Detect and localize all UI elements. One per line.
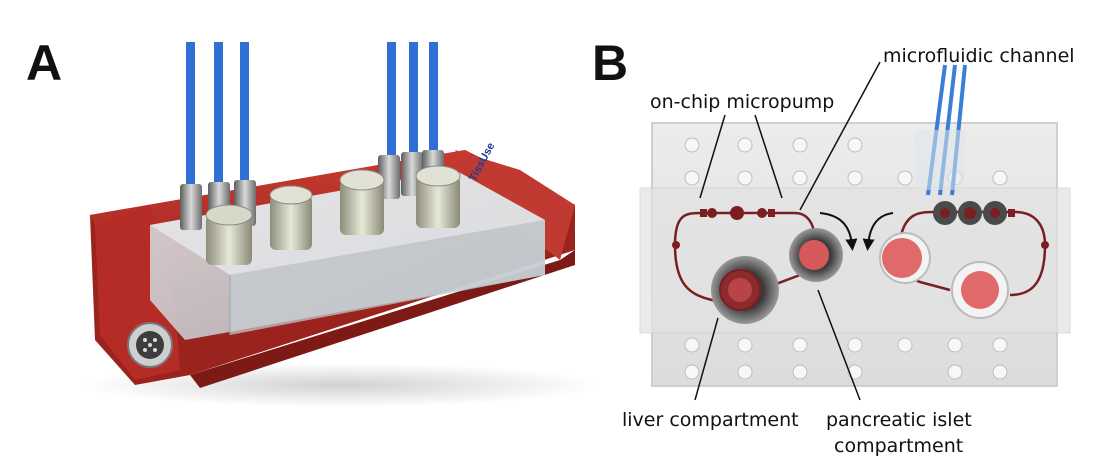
- screw-fitting: [415, 165, 461, 228]
- arrow-down-icon: [862, 212, 894, 251]
- label-liver-compartment: liver compartment: [622, 409, 799, 431]
- on-chip-micropump-right: [933, 201, 1015, 225]
- screw-fitting: [205, 204, 253, 265]
- chip-holes: [684, 137, 1008, 380]
- port-node: [672, 241, 680, 249]
- left-circuit: [672, 206, 843, 324]
- chip-top-view: [639, 64, 1071, 387]
- callout-line-pump-right: [754, 114, 783, 199]
- tubing-right: [387, 42, 438, 162]
- panel-a-letter: A: [26, 35, 62, 91]
- flow-arrows: [819, 212, 894, 251]
- label-on-chip-micropump: on-chip micropump: [650, 91, 834, 113]
- callout-line-pump-left: [699, 114, 726, 199]
- label-pancreatic-compartment: compartment: [834, 435, 963, 457]
- callout-line-liver: [694, 317, 719, 401]
- screw-fitting: [269, 185, 313, 250]
- screw-fitting: [339, 169, 385, 235]
- screw-fittings: [205, 165, 461, 265]
- pancreatic-islet-well-right: [879, 232, 931, 284]
- label-pancreatic-islet: pancreatic islet: [826, 409, 972, 431]
- label-microfluidic-channel: microfluidic channel: [883, 45, 1075, 67]
- connector-port: [127, 322, 173, 368]
- liver-compartment-well-right: [951, 261, 1009, 319]
- arrow-down-icon: [819, 212, 858, 251]
- port-node: [1041, 241, 1049, 249]
- callout-line-islet: [817, 289, 861, 401]
- right-circuit: [879, 201, 1049, 319]
- pancreatic-islet-well: [789, 228, 843, 282]
- liver-compartment-well: [711, 256, 779, 324]
- panel-a: A: [26, 35, 600, 407]
- tubing-left: [186, 42, 249, 192]
- microfluidic-tubing: [915, 64, 967, 196]
- callout-line-channel: [799, 61, 881, 211]
- panel-b: B: [592, 35, 1075, 457]
- on-chip-micropump-left: [700, 206, 775, 220]
- callout-lines: [694, 61, 881, 401]
- panel-b-letter: B: [592, 35, 628, 91]
